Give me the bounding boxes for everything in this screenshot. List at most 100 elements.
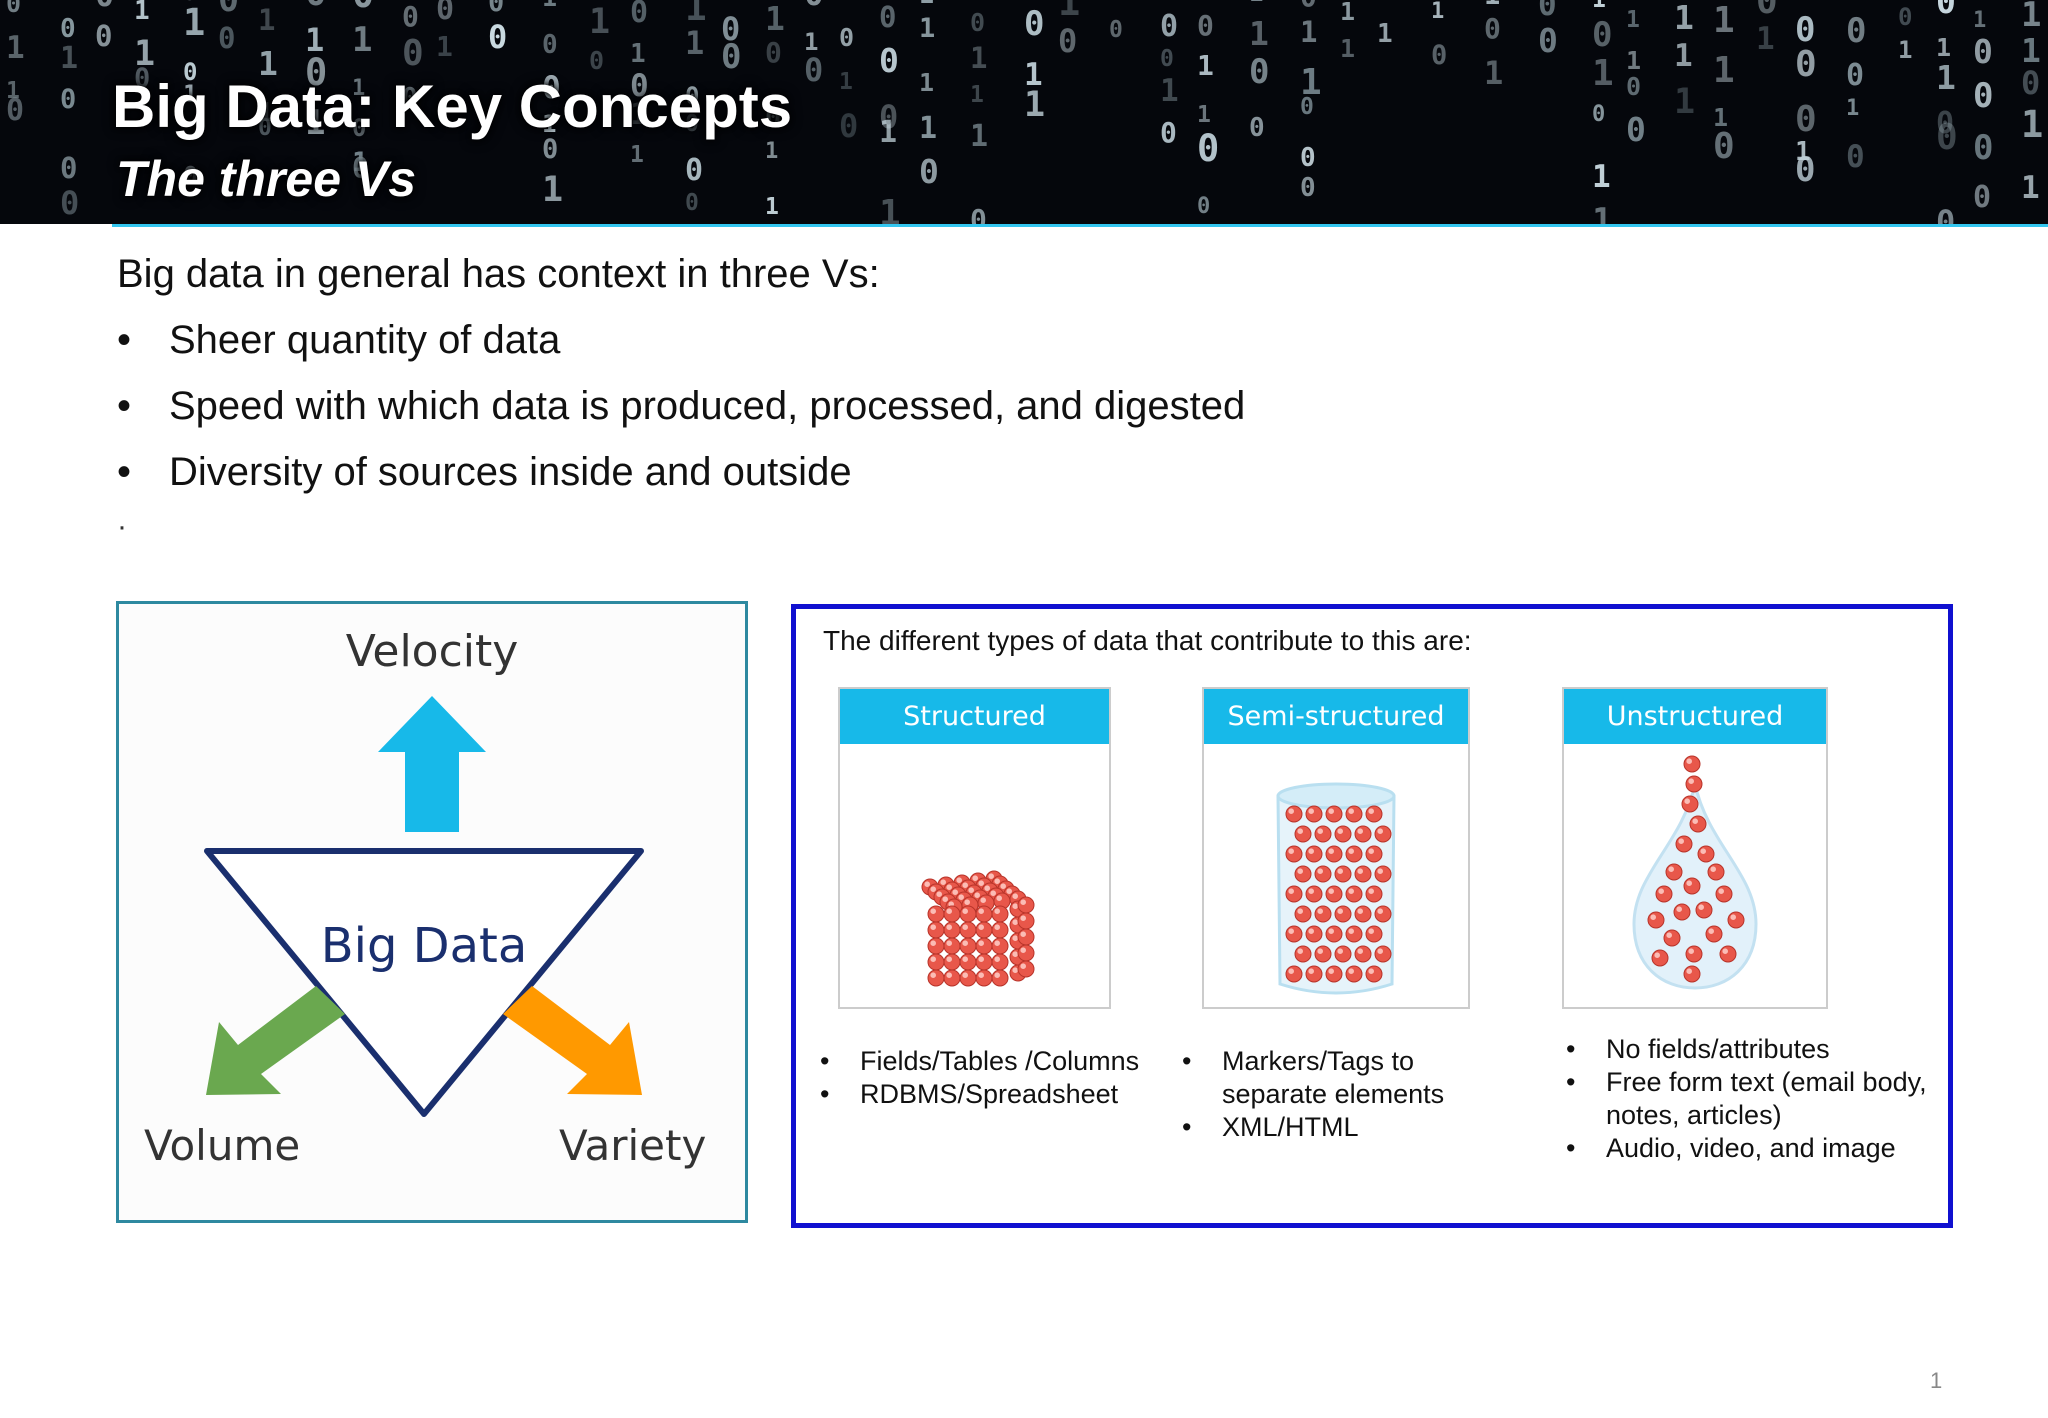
list-item: RDBMS/Spreadsheet — [820, 1078, 1150, 1111]
svg-text:0: 0 — [2021, 64, 2040, 102]
list-item: No fields/attributes — [1566, 1033, 1946, 1066]
svg-text:0: 0 — [589, 46, 604, 75]
svg-text:0: 0 — [765, 36, 782, 69]
stray-mark: · — [117, 510, 127, 544]
svg-text:0: 0 — [1197, 9, 1214, 42]
list-item: Free form text (email body, notes, artic… — [1566, 1066, 1946, 1132]
svg-text:0: 0 — [1538, 21, 1558, 60]
bullet-text: Speed with which data is produced, proce… — [169, 384, 1245, 428]
svg-text:1: 1 — [879, 193, 901, 224]
svg-text:0: 0 — [95, 19, 112, 53]
svg-text:1: 1 — [60, 41, 78, 76]
svg-text:1: 1 — [1592, 0, 1606, 13]
svg-text:1: 1 — [1058, 0, 1080, 24]
bullet-text: Sheer quantity of data — [169, 318, 560, 362]
svg-text:1: 1 — [6, 30, 25, 66]
svg-text:0: 0 — [1160, 9, 1178, 44]
svg-text:1: 1 — [1626, 46, 1641, 75]
svg-text:0: 0 — [1973, 32, 1993, 71]
svg-text:0: 0 — [1484, 12, 1501, 45]
svg-text:1: 1 — [589, 2, 610, 42]
svg-text:1: 1 — [630, 142, 644, 168]
card-header: Unstructured — [1564, 689, 1826, 744]
svg-text:1: 1 — [1592, 53, 1614, 94]
bullet-dot: • — [117, 450, 169, 495]
svg-text:0: 0 — [1626, 110, 1646, 149]
bullet-dot: • — [117, 318, 169, 363]
velocity-label: Velocity — [346, 626, 519, 677]
bullet-item: •Speed with which data is produced, proc… — [117, 384, 1245, 429]
svg-text:1: 1 — [1592, 201, 1612, 224]
svg-text:0: 0 — [1846, 11, 1866, 51]
svg-text:0: 0 — [1538, 0, 1557, 23]
svg-text:0: 0 — [1846, 139, 1865, 175]
svg-text:0: 0 — [218, 0, 239, 20]
page-number: 1 — [1930, 1368, 1942, 1394]
svg-text:0: 0 — [1795, 44, 1817, 85]
svg-text:0: 0 — [721, 37, 741, 77]
svg-text:0: 0 — [60, 151, 77, 185]
svg-text:1: 1 — [685, 24, 704, 62]
semi-structured-jar-icon — [1204, 744, 1468, 1007]
svg-text:0: 0 — [970, 8, 985, 37]
svg-text:1: 1 — [1431, 0, 1444, 24]
svg-text:1: 1 — [970, 82, 984, 108]
svg-text:1: 1 — [1756, 21, 1775, 57]
svg-text:1: 1 — [630, 39, 646, 69]
svg-text:0: 0 — [6, 93, 24, 128]
volume-arrow-icon — [206, 986, 345, 1095]
svg-text:0: 0 — [1846, 58, 1864, 93]
list-item: Markers/Tags to separate elements — [1182, 1045, 1482, 1111]
semi-structured-card: Semi-structured — [1202, 687, 1470, 1009]
list-item: Audio, video, and image — [1566, 1132, 1946, 1165]
svg-text:1: 1 — [919, 13, 935, 44]
svg-text:0: 0 — [804, 51, 823, 89]
card-header: Structured — [840, 689, 1109, 744]
svg-text:1: 1 — [60, 0, 82, 3]
variety-label: Variety — [559, 1121, 706, 1170]
structured-cube-icon — [840, 744, 1109, 1007]
svg-text:0: 0 — [685, 153, 703, 188]
header-banner: 0110101000001100101000011100101011010000… — [0, 0, 2048, 224]
header-divider — [112, 224, 2048, 227]
unstructured-drop-icon — [1564, 744, 1826, 1007]
svg-text:1: 1 — [1973, 8, 1986, 33]
svg-text:1: 1 — [765, 139, 778, 164]
svg-text:0: 0 — [839, 0, 861, 8]
svg-text:0: 0 — [402, 0, 419, 33]
svg-text:0: 0 — [60, 84, 76, 115]
svg-text:1: 1 — [1592, 159, 1611, 195]
svg-text:0: 0 — [1160, 46, 1174, 72]
svg-text:0: 0 — [218, 21, 235, 55]
svg-text:1: 1 — [1936, 58, 1956, 97]
svg-text:0: 0 — [1973, 180, 1991, 215]
svg-text:1: 1 — [1674, 82, 1695, 122]
svg-text:0: 0 — [1300, 173, 1316, 203]
svg-text:0: 0 — [436, 0, 454, 27]
svg-text:1: 1 — [258, 3, 275, 37]
svg-text:1: 1 — [1484, 54, 1503, 92]
svg-text:1: 1 — [765, 194, 779, 220]
svg-text:1: 1 — [1484, 0, 1500, 11]
svg-text:0: 0 — [305, 0, 327, 14]
svg-text:0: 0 — [1936, 117, 1958, 158]
svg-text:1: 1 — [436, 30, 453, 63]
svg-text:1: 1 — [1340, 34, 1355, 63]
list-item: Fields/Tables /Columns — [820, 1045, 1150, 1078]
svg-text:1: 1 — [183, 1, 205, 44]
svg-text:0: 0 — [685, 190, 699, 216]
svg-text:0: 0 — [1846, 0, 1866, 4]
svg-text:1: 1 — [1340, 0, 1355, 26]
svg-text:0: 0 — [970, 203, 987, 224]
svg-text:0: 0 — [1795, 150, 1815, 190]
svg-text:1: 1 — [919, 68, 934, 97]
data-types-panel: The different types of data that contrib… — [791, 604, 1953, 1228]
svg-text:0: 0 — [970, 0, 987, 1]
svg-text:1: 1 — [542, 170, 563, 210]
semi-structured-list: Markers/Tags to separate elements XML/HT… — [1182, 1045, 1482, 1144]
svg-text:0: 0 — [1249, 113, 1265, 143]
slide-title: Big Data: Key Concepts — [112, 72, 792, 141]
svg-text:0: 0 — [1795, 99, 1817, 140]
unstructured-card: Unstructured — [1562, 687, 1828, 1009]
structured-card: Structured — [838, 687, 1111, 1009]
